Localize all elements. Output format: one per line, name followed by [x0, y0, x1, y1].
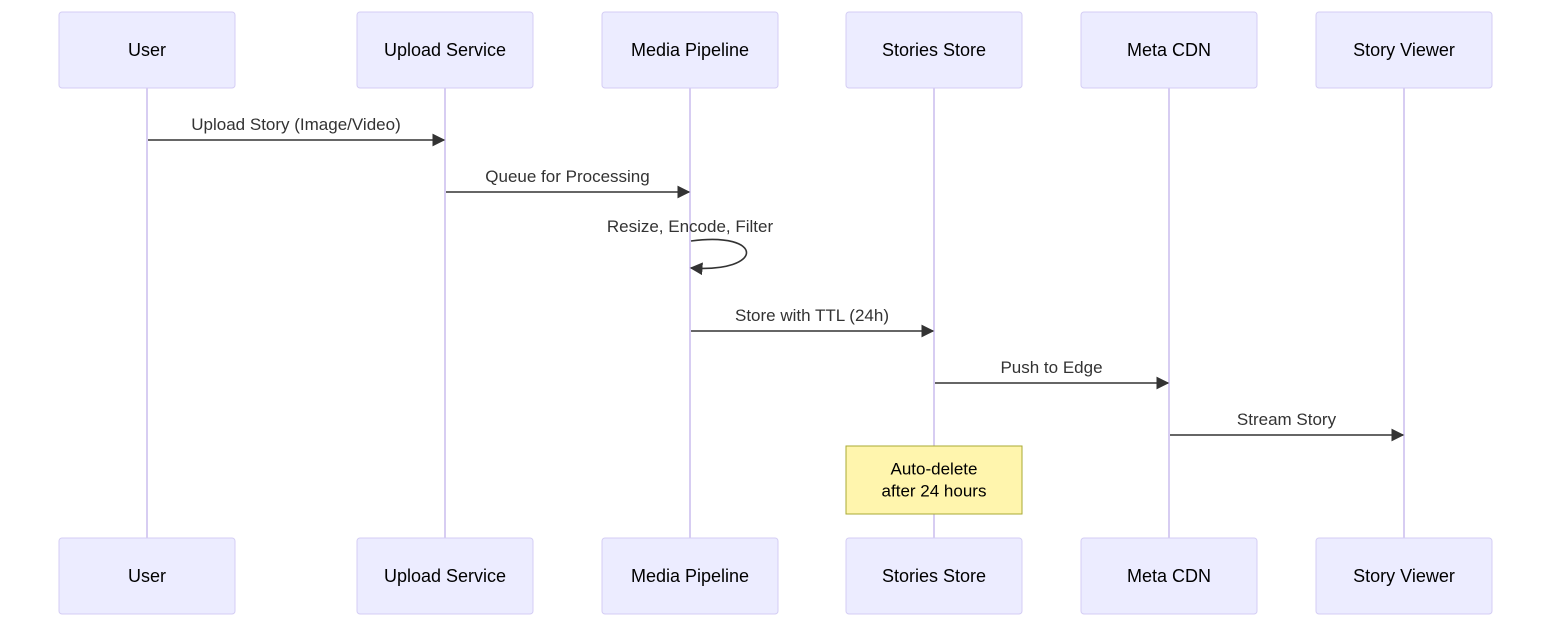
participant-label: Meta CDN: [1127, 566, 1211, 586]
participant-bottom-user: User: [58, 537, 236, 615]
message-label: Queue for Processing: [485, 167, 649, 186]
participant-bottom-story-viewer: Story Viewer: [1315, 537, 1493, 615]
participant-box: [845, 11, 1023, 89]
participant-bottom-media-pipeline: Media Pipeline: [601, 537, 779, 615]
participant-label: Media Pipeline: [631, 40, 749, 60]
participant-top-story-viewer: Story Viewer: [1315, 11, 1493, 89]
participant-label: User: [128, 40, 166, 60]
message-queue-for-processing: Queue for Processing: [446, 167, 691, 199]
message-label: Stream Story: [1237, 410, 1337, 429]
note-text-line: after 24 hours: [882, 482, 987, 501]
message-label: Upload Story (Image/Video): [191, 115, 400, 134]
participant-label: Stories Store: [882, 40, 986, 60]
participant-box: [356, 537, 534, 615]
message-upload-story-image-video: Upload Story (Image/Video): [148, 115, 446, 147]
participant-top-stories-store: Stories Store: [845, 11, 1023, 89]
participant-box: [601, 11, 779, 89]
participant-box: [58, 537, 236, 615]
participant-bottom-stories-store: Stories Store: [845, 537, 1023, 615]
lifelines: [146, 88, 1405, 538]
message-label: Store with TTL (24h): [735, 306, 889, 325]
participant-label: Story Viewer: [1353, 566, 1455, 586]
participant-box: [1315, 537, 1493, 615]
participant-bottom-upload-service: Upload Service: [356, 537, 534, 615]
participant-top-user: User: [58, 11, 236, 89]
note-auto-delete: Auto-delete after 24 hours: [845, 445, 1023, 515]
participant-box: [601, 537, 779, 615]
message-label: Push to Edge: [1000, 358, 1102, 377]
message-label: Resize, Encode, Filter: [607, 217, 774, 236]
participant-bottom-meta-cdn: Meta CDN: [1080, 537, 1258, 615]
participant-label: Stories Store: [882, 566, 986, 586]
participant-label: Meta CDN: [1127, 40, 1211, 60]
participant-box: [58, 11, 236, 89]
participant-box: [1080, 537, 1258, 615]
participant-box: [1080, 11, 1258, 89]
participant-label: Story Viewer: [1353, 40, 1455, 60]
notes: Auto-delete after 24 hours: [845, 445, 1023, 515]
messages: Upload Story (Image/Video) Queue for Proc…: [148, 115, 1405, 442]
participant-box: [845, 537, 1023, 615]
note-text-line: Auto-delete: [891, 460, 978, 479]
self-message-arrow: [689, 238, 748, 276]
message-push-to-edge: Push to Edge: [935, 358, 1170, 390]
message-resize-encode-filter: Resize, Encode, Filter: [607, 217, 774, 276]
participant-box: [1315, 11, 1493, 89]
message-store-with-ttl-24h: Store with TTL (24h): [691, 306, 935, 338]
participant-top-media-pipeline: Media Pipeline: [601, 11, 779, 89]
participant-label: User: [128, 566, 166, 586]
participant-label: Upload Service: [384, 40, 506, 60]
message-stream-story: Stream Story: [1170, 410, 1405, 442]
note-box: [845, 445, 1023, 515]
participant-top-upload-service: Upload Service: [356, 11, 534, 89]
participant-label: Upload Service: [384, 566, 506, 586]
participant-top-meta-cdn: Meta CDN: [1080, 11, 1258, 89]
participant-label: Media Pipeline: [631, 566, 749, 586]
participant-box: [356, 11, 534, 89]
